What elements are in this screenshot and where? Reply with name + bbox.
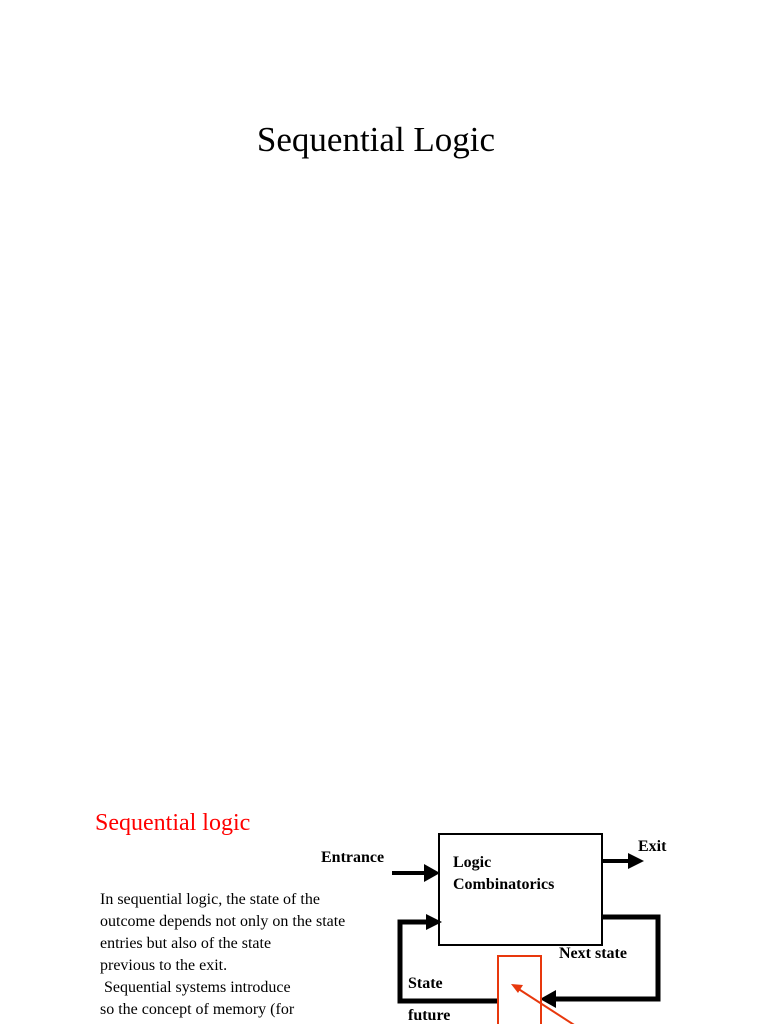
entrance-label: Entrance — [321, 849, 385, 866]
paragraph-line: In sequential logic, the state of the — [100, 891, 320, 908]
entrance-arrowhead — [424, 864, 440, 882]
block-label-logic: Logic — [453, 854, 492, 871]
paragraph-line: so the concept of memory (for — [100, 1001, 295, 1018]
next-state-label: Next state — [559, 945, 627, 962]
memory-pointer-line — [516, 987, 575, 1024]
state-return-path — [397, 919, 497, 1004]
block-label-combinatorics: Combinatorics — [453, 876, 555, 893]
paragraph-line: Sequential systems introduce — [100, 979, 291, 996]
next-state-feedback-path — [554, 914, 661, 1002]
state-label: State — [408, 975, 443, 992]
state-return-arrowhead — [426, 914, 442, 930]
paragraph-line: outcome depends not only on the state — [100, 913, 346, 930]
combinational-logic-block — [438, 833, 603, 946]
paragraph-line: previous to the exit. — [100, 957, 228, 974]
slide-title: Sequential Logic — [256, 120, 496, 159]
memory-pointer-arrowhead — [511, 984, 523, 993]
body-paragraph: In sequential logic, the state of the ou… — [100, 889, 390, 1021]
exit-arrowhead — [628, 853, 644, 869]
paragraph-line: entries but also of the state — [100, 935, 272, 952]
section-heading: Sequential logic — [95, 810, 251, 836]
future-label: future — [408, 1007, 451, 1024]
exit-label: Exit — [638, 838, 667, 855]
next-state-arrowhead — [540, 990, 556, 1008]
